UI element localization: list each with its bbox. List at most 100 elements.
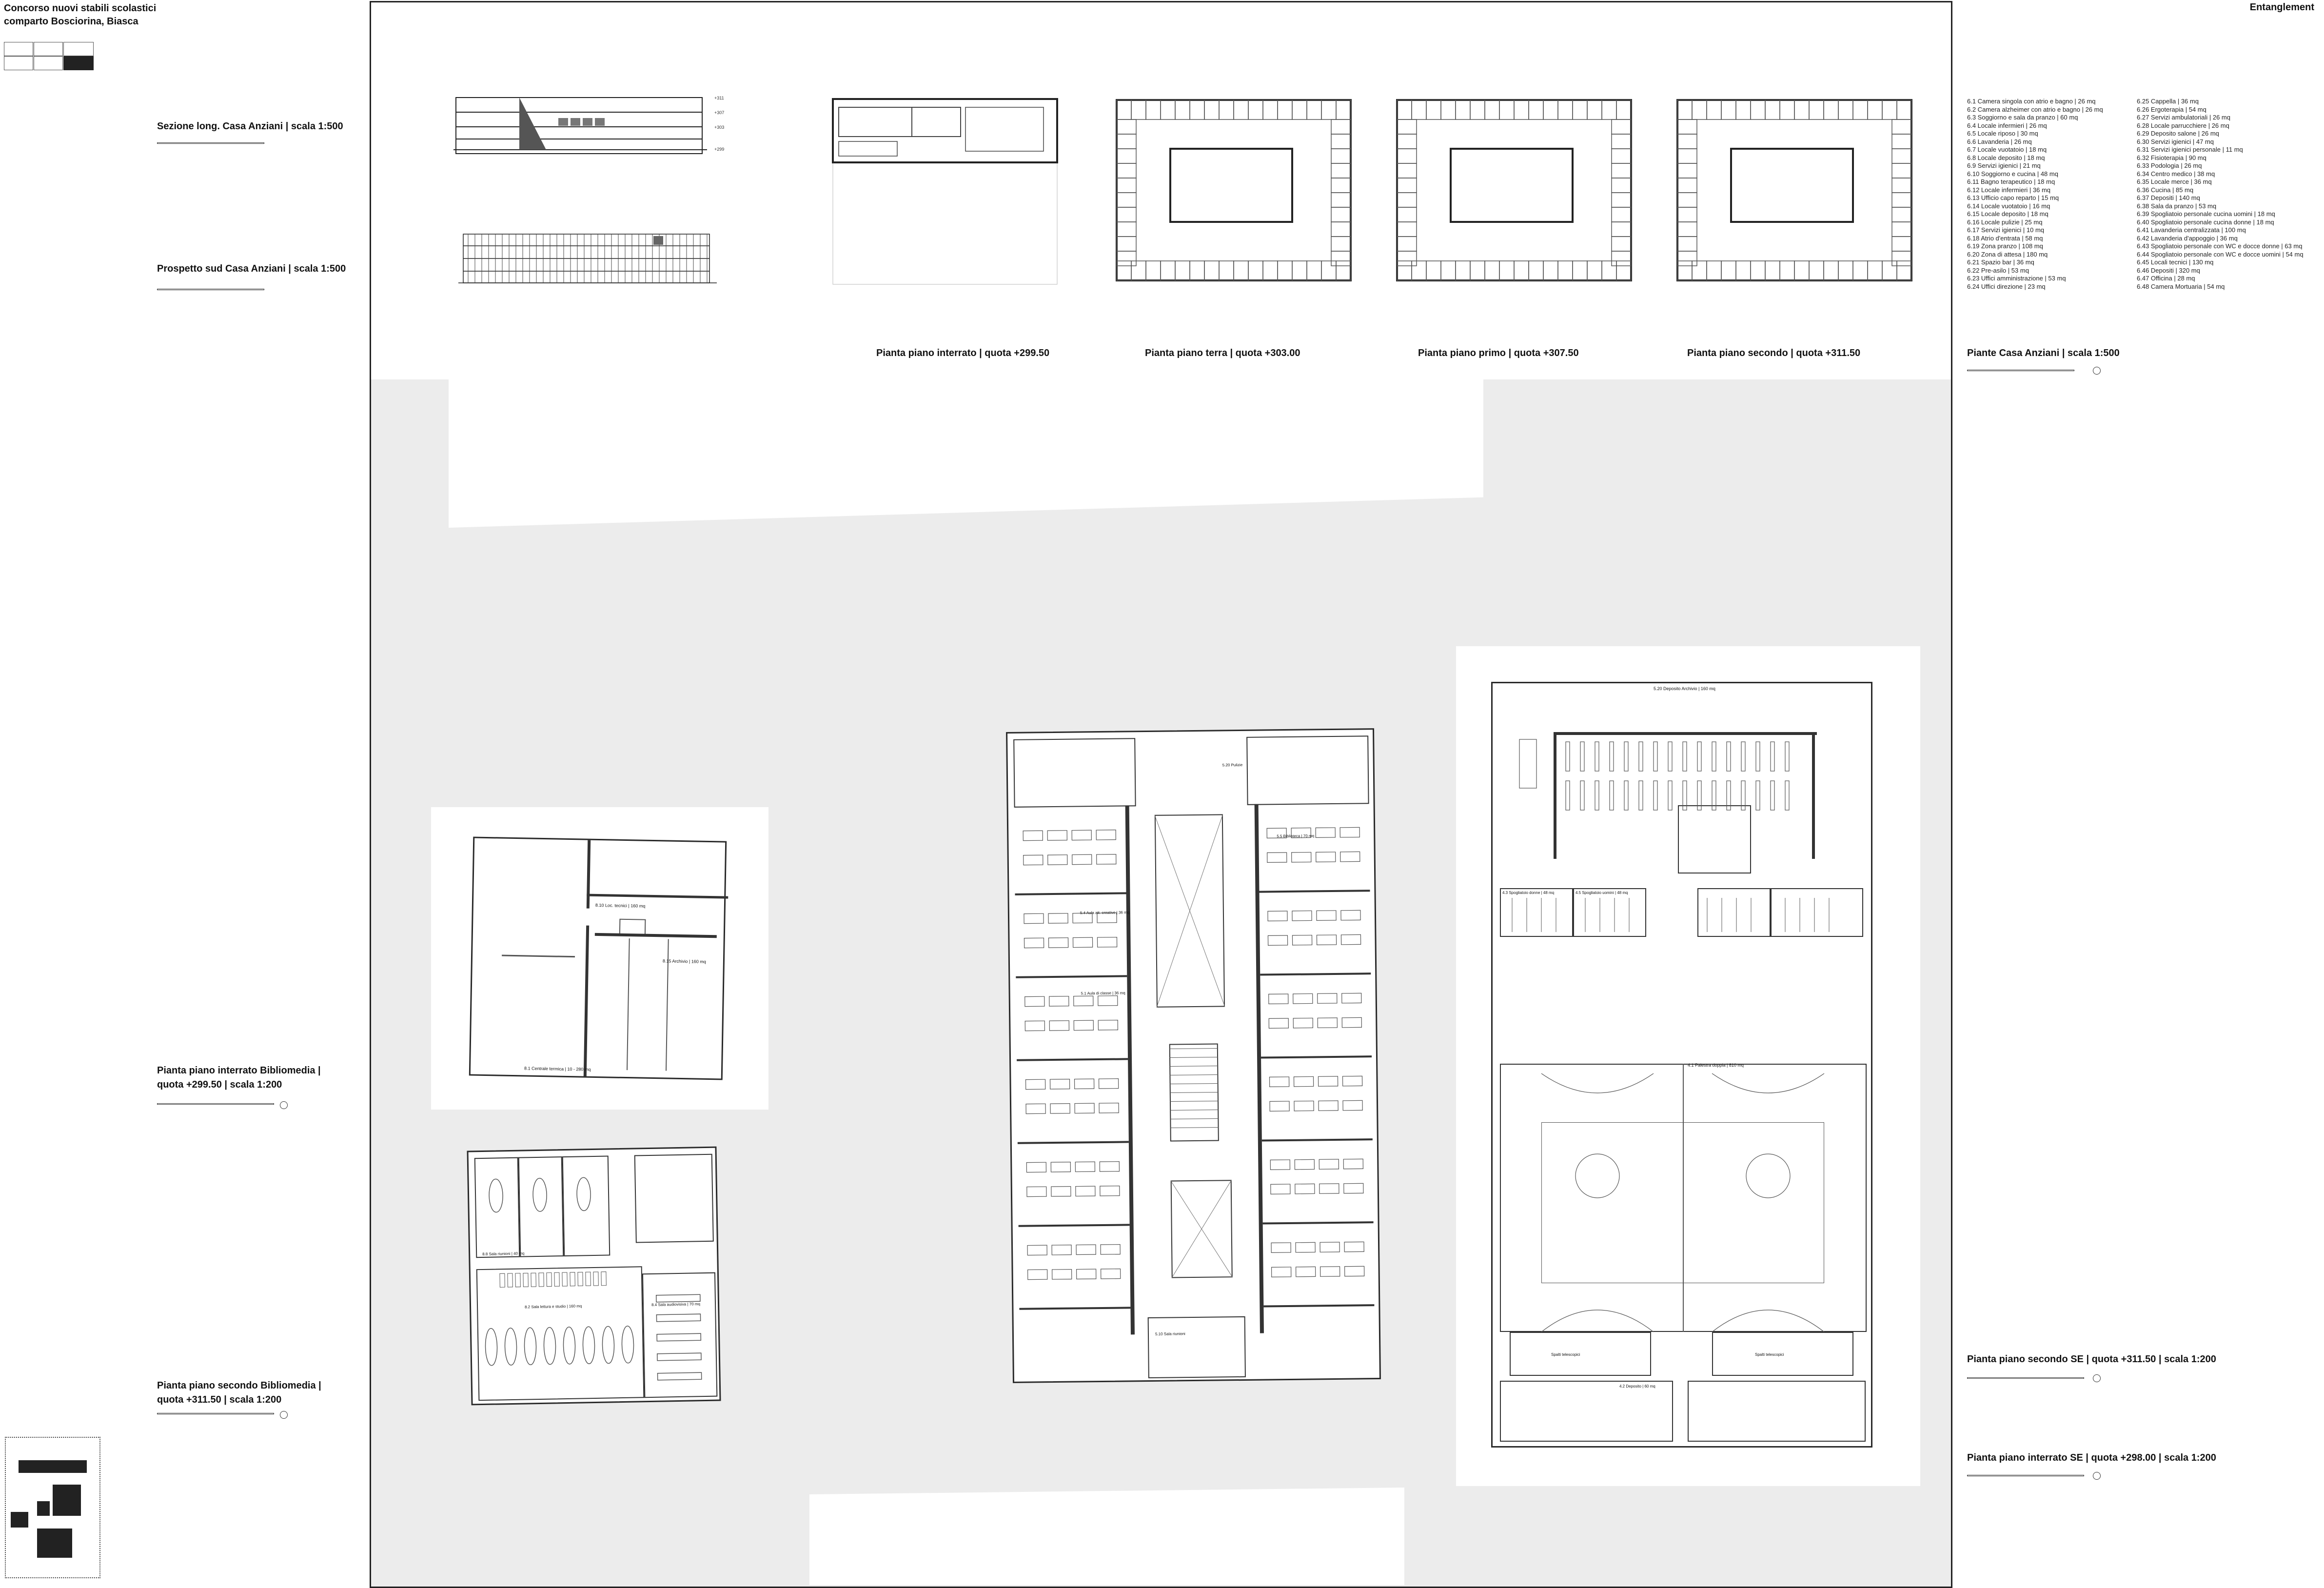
sport-furniture	[1512, 739, 1830, 1332]
legend-item: 6.47 Officina | 28 mq	[2137, 275, 2195, 282]
top-sheet-lower	[449, 376, 1483, 528]
label-plan-terra: Pianta piano terra | quota +303.00	[1145, 348, 1300, 358]
legend-item: 6.29 Deposito salone | 26 mq	[2137, 130, 2219, 137]
room-label: 4.5 Spogliatoio uomini | 48 mq	[1576, 891, 1628, 895]
legend-item: 6.2 Camera alzheimer con atrio e bagno |…	[1967, 105, 2103, 113]
label-prospetto: Prospetto sud Casa Anziani | scala 1:500	[157, 263, 346, 274]
legend-item: 6.15 Locale deposito | 18 mq	[1967, 210, 2048, 218]
legend-item: 6.13 Ufficio capo reparto | 15 mq	[1967, 194, 2059, 201]
room-label: 5.20 Deposito Archivio | 160 mq	[1654, 686, 1715, 691]
motto: Entanglement	[2249, 2, 2314, 13]
level-303: +303	[714, 125, 724, 130]
room-label: 5.4 Aula att. creative | 36 mq	[1080, 910, 1130, 915]
room-label: 8.15 Archivio | 160 mq	[662, 958, 706, 964]
elevation-drawing	[458, 234, 717, 283]
biblio-interrato-plan: 8.10 Loc. tecnici | 160 mq 8.15 Archivio…	[469, 836, 729, 1080]
legend-item: 6.10 Soggiorno e cucina | 48 mq	[1967, 170, 2058, 178]
title-line-2: comparto Bosciorina, Biasca	[4, 16, 138, 27]
legend-item: 6.20 Zona di attesa | 180 mq	[1967, 250, 2048, 258]
legend-item: 6.31 Servizi igienici personale | 11 mq	[2137, 146, 2243, 153]
legend-item: 6.44 Spogliatoio personale con WC e docc…	[2137, 250, 2304, 258]
plan-primo-casa	[1396, 99, 1632, 281]
label-piante-casa: Piante Casa Anziani | scala 1:500	[1967, 348, 2120, 358]
school-plan: 5.1 Aula di classe | 36 mq 5.5 Bibliotec…	[1006, 728, 1381, 1383]
label-plan-secondo: Pianta piano secondo | quota +311.50	[1687, 348, 1861, 358]
title-line-1: Concorso nuovi stabili scolastici	[4, 3, 157, 14]
level-307: +307	[714, 110, 724, 115]
legend-item: 6.17 Servizi igienici | 10 mq	[1967, 226, 2045, 234]
room-label: 5.20 Pulizie	[1222, 762, 1243, 768]
legend-item: 6.8 Locale deposito | 18 mq	[1967, 154, 2045, 161]
level-311: +311	[714, 96, 724, 100]
legend-item: 6.32 Fisioterapia | 90 mq	[2137, 154, 2206, 161]
label-plan-primo: Pianta piano primo | quota +307.50	[1418, 348, 1579, 358]
legend-item: 6.4 Locale infermieri | 26 mq	[1967, 121, 2047, 129]
label-sezione: Sezione long. Casa Anziani | scala 1:500	[157, 121, 343, 132]
label-interrato-biblio: Pianta piano interrato Bibliomedia | quo…	[157, 1065, 321, 1090]
legend-item: 6.42 Lavanderia d'appoggio | 36 mq	[2137, 234, 2238, 242]
competition-title: Concorso nuovi stabili scolastici compar…	[4, 2, 160, 28]
plan-interrato-casa	[832, 98, 1058, 285]
room-label: 4.3 Spogliatoio donne | 48 mq	[1502, 891, 1555, 895]
room-label: Spalti telescopici	[1755, 1352, 1784, 1357]
north-arrow-icon	[2093, 1374, 2101, 1382]
legend-left-column: 6.1 Camera singola con atrio e bagno | 2…	[1967, 98, 2135, 291]
legend-item: 6.23 Uffici amministrazione | 53 mq	[1967, 275, 2066, 282]
label-secondo-biblio: Pianta piano secondo Bibliomedia | quota…	[157, 1380, 321, 1405]
legend-item: 6.22 Pre-asilo | 53 mq	[1967, 266, 2029, 274]
room-label: 5.1 Aula di classe | 36 mq	[1081, 991, 1125, 996]
legend-item: 6.34 Centro medico | 38 mq	[2137, 170, 2215, 178]
legend-item: 6.26 Ergoterapia | 54 mq	[2137, 105, 2206, 113]
school-furniture	[1015, 814, 1375, 1310]
top-sheet	[371, 2, 1951, 379]
scalebar-interrato-se	[1967, 1472, 2108, 1481]
room-label: 5.5 Biblioteca | 70 mq	[1277, 834, 1315, 839]
level-299: +299	[714, 147, 724, 152]
legend-item: 6.7 Locale vuotatoio | 18 mq	[1967, 146, 2047, 153]
label-interrato-se: Pianta piano interrato SE | quota +298.0…	[1967, 1452, 2216, 1463]
legend-item: 6.16 Locale pulizie | 25 mq	[1967, 218, 2043, 226]
legend-item: 6.38 Sala da pranzo | 53 mq	[2137, 202, 2217, 210]
legend-item: 6.39 Spogliatoio personale cucina uomini…	[2137, 210, 2275, 218]
room-label: 8.1 Centrale termica | 10 - 280 mq	[524, 1066, 591, 1072]
legend-item: 6.36 Cucina | 85 mq	[2137, 186, 2194, 194]
room-label: 5.10 Sala riunioni	[1155, 1331, 1185, 1336]
legend-item: 6.48 Camera Mortuaria | 54 mq	[2137, 282, 2225, 290]
label-plan-interrato: Pianta piano interrato | quota +299.50	[876, 348, 1050, 358]
scalebar-interrato-biblio	[157, 1101, 289, 1110]
scalebar-secondo-se	[1967, 1374, 2108, 1383]
room-label: 4.1 Palestra doppia | 810 mq	[1688, 1063, 1744, 1068]
north-arrow-icon	[2093, 367, 2101, 375]
legend-item: 6.35 Locale merce | 36 mq	[2137, 178, 2212, 185]
scalebar-piante-casa	[1967, 367, 2108, 376]
room-label: 4.2 Deposito | 60 mq	[1619, 1384, 1655, 1389]
legend-item: 6.25 Cappella | 36 mq	[2137, 98, 2199, 105]
legend-item: 6.6 Lavanderia | 26 mq	[1967, 138, 2032, 145]
legend-item: 6.46 Depositi | 320 mq	[2137, 266, 2200, 274]
legend-item: 6.40 Spogliatoio personale cucina donne …	[2137, 218, 2274, 226]
scalebar-secondo-biblio	[157, 1411, 289, 1420]
legend-item: 6.18 Atrio d'entrata | 58 mq	[1967, 234, 2043, 242]
legend-item: 6.11 Bagno terapeutico | 18 mq	[1967, 178, 2055, 185]
room-label: 8.10 Loc. tecnici | 160 mq	[595, 902, 646, 909]
legend-item: 6.37 Depositi | 140 mq	[2137, 194, 2200, 201]
north-arrow-icon	[2093, 1472, 2101, 1480]
room-label: Spalti telescopici	[1551, 1352, 1580, 1357]
label-secondo-se: Pianta piano secondo SE | quota +311.50 …	[1967, 1354, 2216, 1365]
legend-item: 6.43 Spogliatoio personale con WC e docc…	[2137, 242, 2303, 250]
north-arrow-icon	[280, 1411, 288, 1419]
legend-item: 6.41 Lavanderia centralizzata | 100 mq	[2137, 226, 2246, 234]
sport-plan: 5.20 Deposito Archivio | 160 mq 4.1 Pale…	[1491, 682, 1872, 1448]
legend-item: 6.28 Locale parrucchiere | 26 mq	[2137, 121, 2229, 129]
north-arrow-icon	[280, 1101, 288, 1109]
legend-item: 6.14 Locale vuotatoio | 16 mq	[1967, 202, 2050, 210]
biblio-secondo-plan: 8.8 Sala riunioni | 40 mq 8.2 Sala lettu…	[467, 1146, 721, 1406]
legend-item: 6.21 Spazio bar | 36 mq	[1967, 258, 2034, 266]
legend-item: 6.12 Locale infermieri | 36 mq	[1967, 186, 2051, 194]
legend-item: 6.9 Servizi igienici | 21 mq	[1967, 162, 2041, 169]
site-key-plan	[5, 1437, 100, 1578]
legend-item: 6.1 Camera singola con atrio e bagno | 2…	[1967, 98, 2096, 105]
bottom-sheet	[809, 1488, 1404, 1585]
legend-item: 6.33 Podologia | 26 mq	[2137, 162, 2202, 169]
legend-item: 6.30 Servizi igienici | 47 mq	[2137, 138, 2214, 145]
